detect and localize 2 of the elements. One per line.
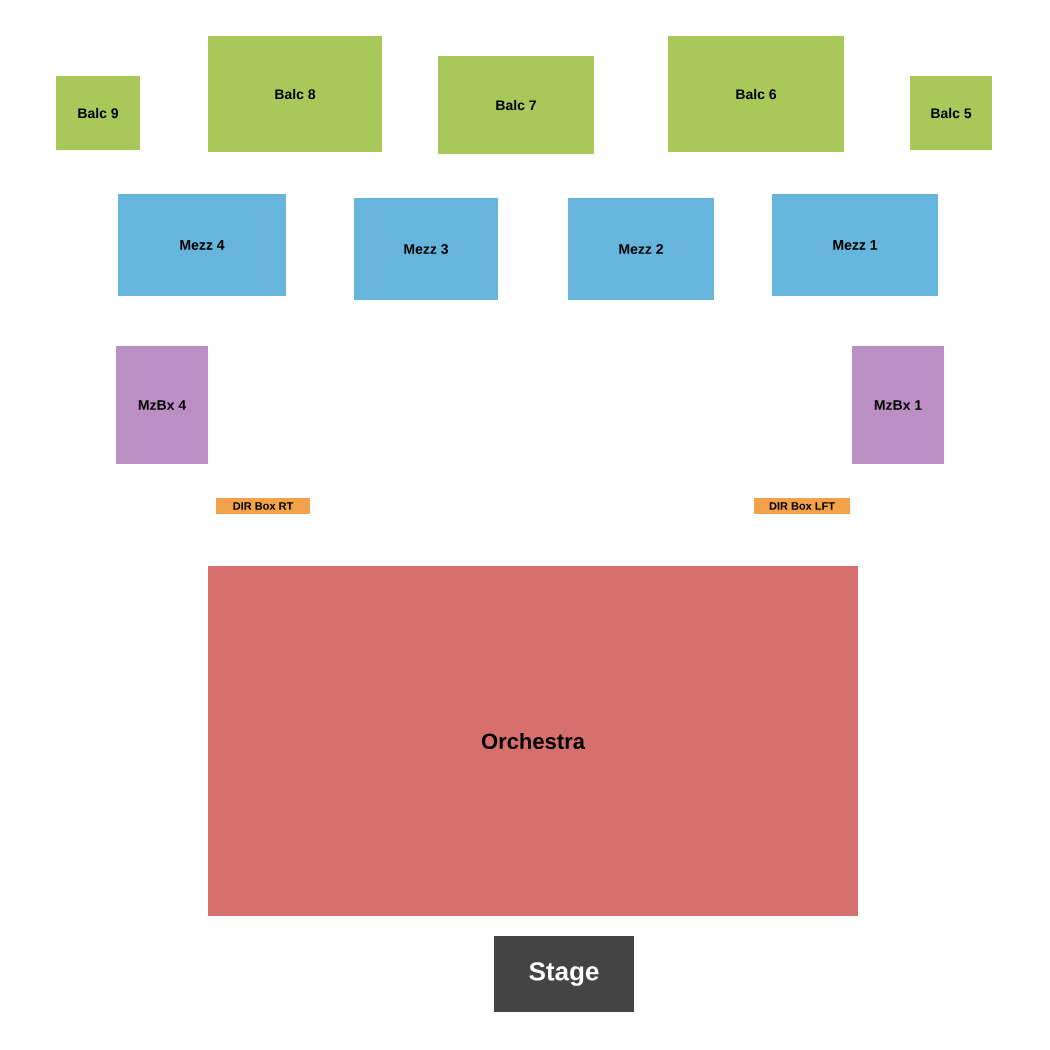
stage: Stage [494, 936, 634, 1012]
orchestra-section: Orchestra [208, 566, 858, 916]
